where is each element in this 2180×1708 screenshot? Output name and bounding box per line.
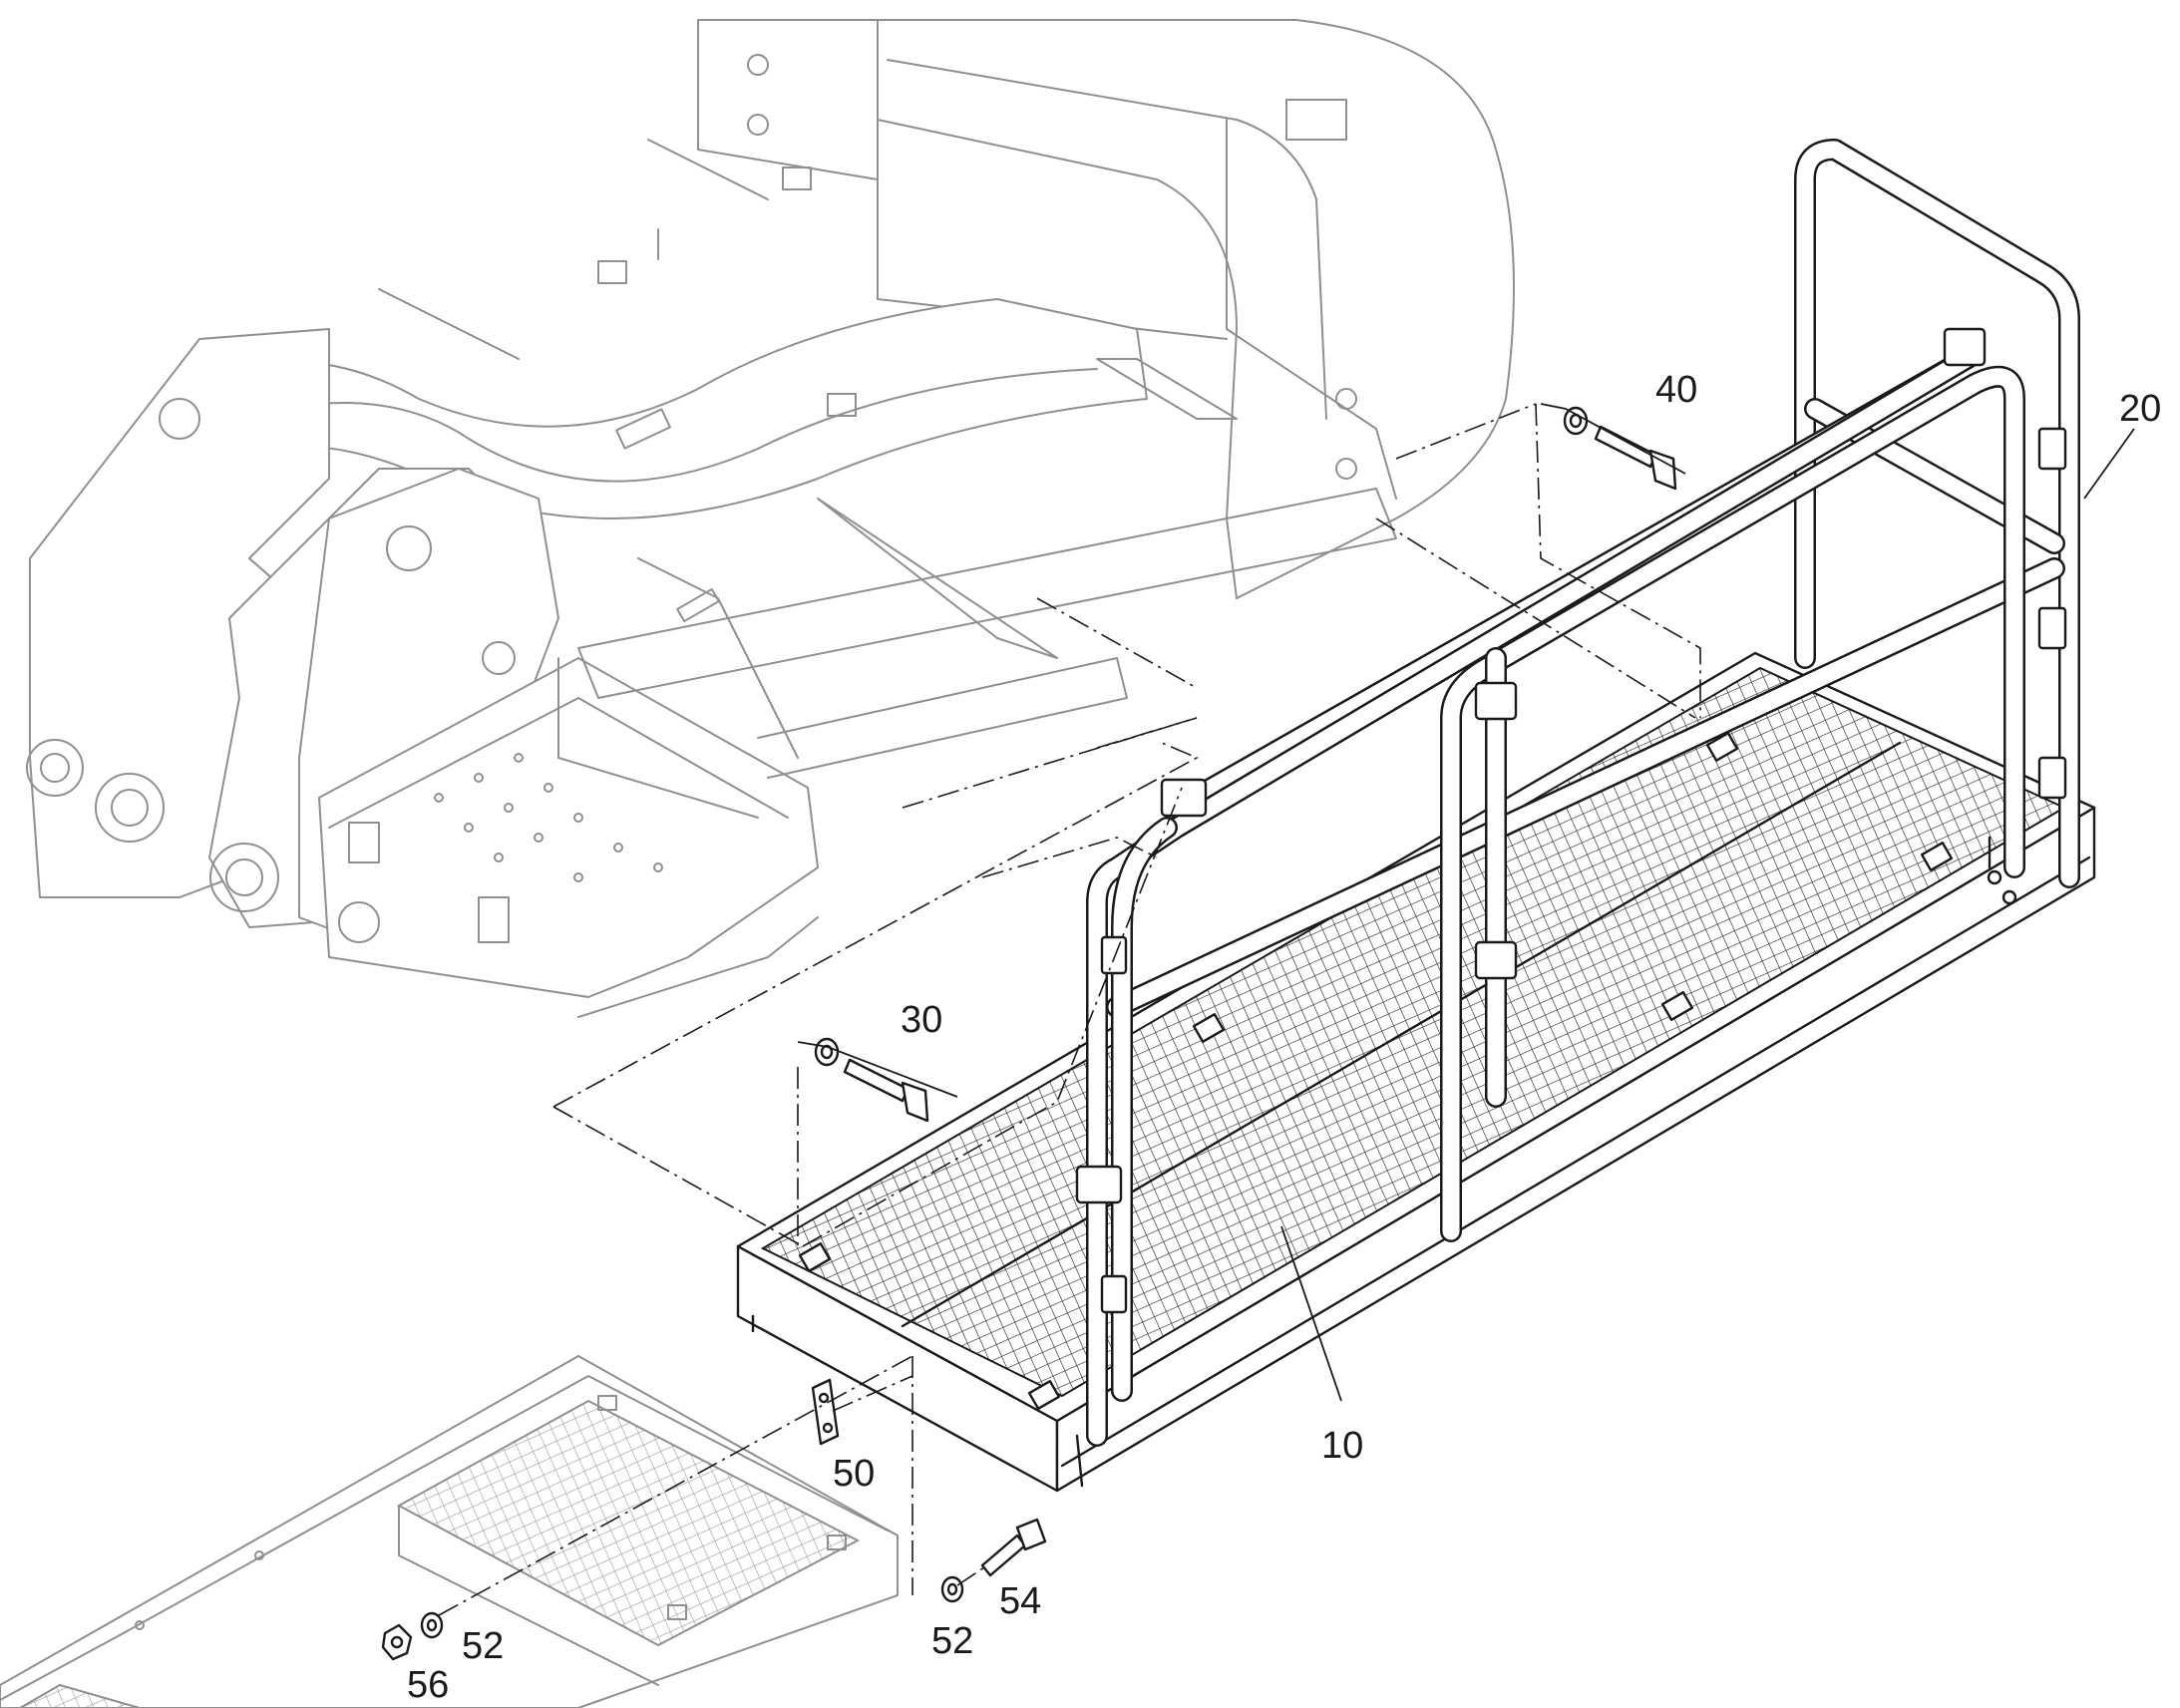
rail-clamps [1075, 327, 2067, 1314]
callout-10: 10 [1321, 1425, 1363, 1467]
machine-frame [26, 19, 1515, 1018]
walkway-platform [736, 651, 2096, 1493]
callout-20: 20 [2119, 388, 2161, 430]
callout-40: 40 [1655, 369, 1697, 411]
adjacent-platform [0, 1355, 899, 1708]
washer-52-left [420, 1611, 444, 1639]
callout-56: 56 [407, 1664, 449, 1706]
platform-grating [760, 666, 2067, 1398]
platform-mounting-pads [798, 732, 1954, 1410]
bolt-54 [980, 1518, 1047, 1577]
bolt-washer-set-30 [814, 1037, 929, 1123]
assembly-lines [438, 403, 1701, 1616]
callout-52-left: 52 [462, 1625, 504, 1667]
frame-deck-plate [318, 657, 819, 998]
leader-10 [1280, 1225, 1342, 1402]
handrail-assembly [1075, 139, 2080, 1447]
callout-30: 30 [901, 999, 942, 1041]
washer-52-right [940, 1575, 964, 1603]
callout-54: 54 [999, 1580, 1041, 1622]
deck-bolt-holes [434, 753, 663, 882]
callout-leaders [797, 403, 2135, 1402]
callout-52-right: 52 [931, 1620, 973, 1662]
cross-member-2 [757, 657, 1128, 779]
leader-40 [1540, 403, 1686, 475]
bolt-washer-set-40 [1563, 406, 1677, 491]
leader-20 [2083, 428, 2135, 500]
cross-member-1 [577, 488, 1397, 699]
callout-labels: 40 20 30 10 50 54 52 52 56 [407, 369, 2161, 1706]
nut-56 [381, 1623, 413, 1661]
bracket-plate-50 [811, 1378, 840, 1446]
leader-30 [797, 1041, 958, 1098]
callout-50: 50 [833, 1453, 875, 1495]
counterweight-housing [697, 19, 1515, 599]
